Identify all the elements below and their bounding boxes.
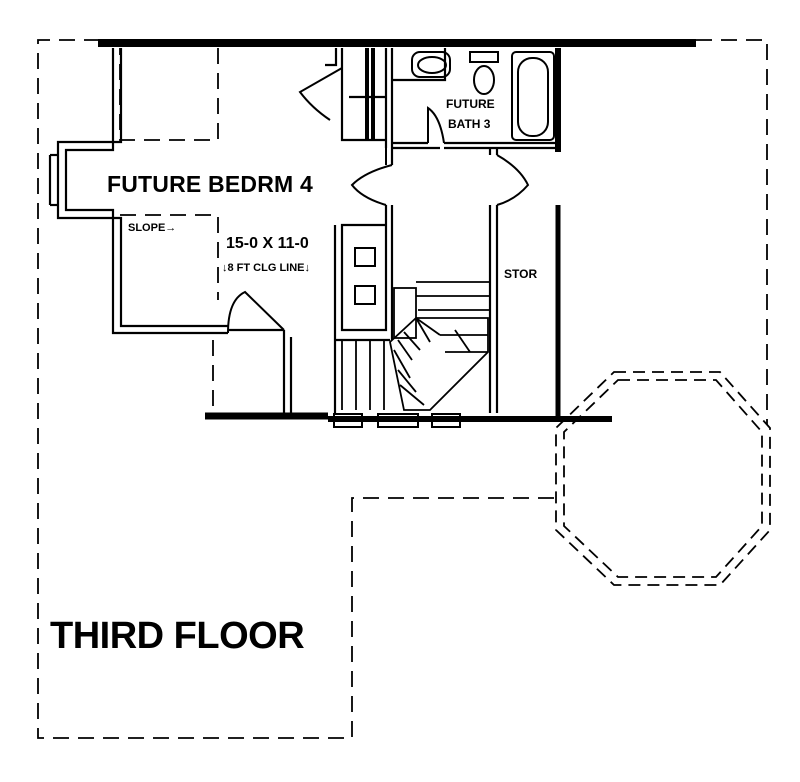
interior-walls	[48, 48, 556, 413]
exterior-walls	[98, 39, 696, 422]
bath-label-line2: BATH 3	[448, 117, 491, 131]
built-in-units	[354, 247, 376, 305]
octagon-tower	[555, 371, 771, 586]
bath-label-line1: FUTURE	[446, 97, 495, 111]
bedroom-label: FUTURE BEDRM 4	[107, 171, 313, 197]
storage-label: STOR	[504, 267, 538, 281]
window-sills	[333, 413, 461, 428]
floor-title: THIRD FLOOR	[50, 615, 305, 657]
slope-note: SLOPE→	[128, 222, 177, 234]
ceiling-line-note: ↓8 FT CLG LINE↓	[222, 262, 310, 274]
bedroom-size-label: 15-0 X 11-0	[226, 235, 309, 252]
stairs	[341, 281, 490, 411]
bath-fixtures	[411, 51, 555, 141]
door-swings	[227, 67, 530, 334]
